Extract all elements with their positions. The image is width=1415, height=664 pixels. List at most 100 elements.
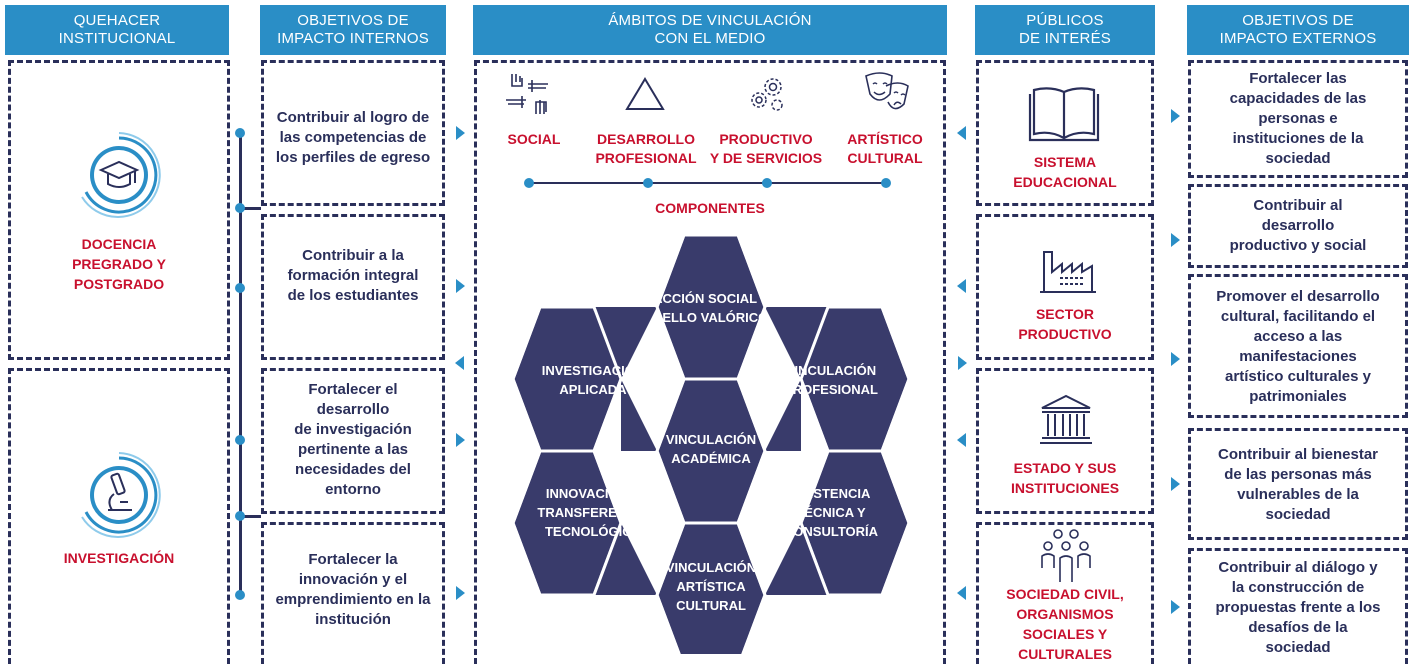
objetivo-externo-box	[1188, 548, 1408, 664]
publico-box	[976, 60, 1154, 206]
componentes-dot	[881, 178, 891, 188]
objetivo-externo-text: Promover el desarrollo cultural, facilit…	[1188, 280, 1408, 414]
label-line: SECTOR	[1035, 306, 1095, 322]
text-line: manifestaciones	[1239, 348, 1357, 365]
label-line: ESTADO Y SUS	[1013, 460, 1117, 476]
connector-line	[239, 132, 242, 594]
hex-text: INNOVACIÓN Y	[545, 485, 641, 501]
text-line: Fortalecer el	[308, 381, 398, 398]
arrow-right-icon	[456, 586, 465, 600]
text-line: sociedad	[1265, 639, 1331, 656]
label-line: INSTITUCIONES	[1010, 480, 1120, 496]
text-line: pertinente a las	[297, 441, 409, 458]
header-line: CON EL MEDIO	[654, 30, 766, 47]
label-line: SOCIEDAD CIVIL,	[1006, 586, 1124, 602]
hex-text: ACCIÓN SOCIAL Y	[653, 291, 769, 306]
connector-dot	[235, 128, 245, 138]
ambito-label: Y DE SERVICIOS	[709, 150, 823, 166]
arrow-right-icon	[1171, 109, 1180, 123]
ambito-label: CULTURAL	[847, 150, 923, 166]
label-line: ORGANISMOS	[1016, 606, 1114, 622]
hexagon-upper-left-label: INVESTIGACIÓN APLICADA	[512, 357, 674, 403]
text-line: formación integral	[287, 267, 419, 284]
quehacer-investigacion-box	[8, 368, 230, 664]
objetivo-externo-box	[1188, 428, 1408, 540]
componentes-label: COMPONENTES	[620, 199, 800, 218]
text-line: Fortalecer la	[308, 551, 398, 568]
text-line: cultural, facilitando el	[1220, 308, 1376, 325]
text-line: entorno	[325, 481, 381, 498]
text-line: sociedad	[1265, 506, 1331, 523]
text-line: vulnerables de la	[1237, 486, 1359, 503]
componentes-dot	[524, 178, 534, 188]
label-line: INVESTIGACIÓN	[63, 550, 175, 566]
text-line: de investigación	[294, 421, 412, 438]
label-line: POSTGRADO	[73, 276, 165, 292]
header-line: OBJETIVOS DE	[1242, 12, 1354, 29]
hex-text: ARTÍSTICA	[676, 578, 746, 594]
hexagon-center-label: VINCULACIÓN ACADÉMICA	[630, 426, 792, 472]
factory-icon	[1040, 251, 1096, 293]
header-line: OBJETIVOS DE	[297, 12, 409, 29]
label-line: EDUCACIONAL	[1013, 174, 1117, 190]
hexagon-cluster	[511, 233, 911, 654]
text-line: necesidades del	[295, 461, 411, 478]
hex-text: APLICADA	[559, 382, 627, 397]
microscope-icon	[81, 452, 161, 538]
publico-sociedad-civil: SOCIEDAD CIVIL, ORGANISMOS SOCIALES Y CU…	[976, 584, 1154, 664]
ambitos-box	[474, 60, 946, 664]
people-group-icon	[1041, 529, 1091, 582]
arrow-right-icon	[1171, 600, 1180, 614]
arrow-right-icon	[1171, 477, 1180, 491]
text-line: desafíos de la	[1248, 619, 1348, 636]
objetivo-externo-box	[1188, 60, 1408, 178]
text-line: desarrollo	[1261, 217, 1335, 234]
componentes-dot	[762, 178, 772, 188]
hexagon-lower-right-label: ASISTENCIA TÉCNICA Y CONSULTORÍA	[750, 480, 912, 544]
text-line: la construcción de	[1231, 579, 1365, 596]
componentes-line	[530, 182, 886, 184]
label-line: DOCENCIA	[81, 236, 157, 252]
handshake-icon	[506, 74, 548, 114]
connector-dot	[235, 511, 245, 521]
objetivo-interno-box	[261, 522, 445, 664]
hex-text: TÉCNICA Y	[796, 504, 866, 520]
ambito-label: SOCIAL	[507, 131, 561, 147]
text-line: artístico culturales y	[1225, 368, 1371, 385]
ambito-desarrollo-profesional: DESARROLLO PROFESIONAL	[590, 130, 702, 168]
hex-text: INVESTIGACIÓN	[541, 363, 645, 378]
header-objetivos-internos: OBJETIVOS DE IMPACTO INTERNOS	[260, 5, 446, 55]
publico-estado-instituciones: ESTADO Y SUS INSTITUCIONES	[976, 456, 1154, 500]
triangle-icon	[625, 77, 665, 110]
text-line: propuestas frente a los	[1215, 599, 1381, 616]
text-line: Contribuir al logro de	[276, 109, 430, 126]
objetivo-interno-text: Fortalecer el desarrollo de investigació…	[261, 370, 445, 510]
objetivo-interno-box	[261, 214, 445, 360]
objetivo-externo-box	[1188, 184, 1408, 268]
header-publicos-interes: PÚBLICOS DE INTERÉS	[975, 5, 1155, 55]
hex-text: VINCULACIÓN	[665, 432, 757, 447]
quehacer-investigacion-label: INVESTIGACIÓN	[8, 546, 230, 570]
gears-icon	[751, 78, 783, 111]
publico-box	[976, 522, 1154, 664]
arrow-left-icon	[957, 279, 966, 293]
text-line: institución	[315, 611, 391, 628]
hex-text: CONSULTORÍA	[783, 523, 879, 539]
header-line: IMPACTO EXTERNOS	[1219, 30, 1377, 47]
text-line: instituciones de la	[1232, 130, 1364, 147]
hex-text: TECNOLÓGICA	[544, 523, 642, 539]
text-line: capacidades de las	[1229, 90, 1367, 107]
arrow-left-icon	[957, 433, 966, 447]
graduation-cap-icon	[81, 132, 161, 218]
objetivo-interno-text: Contribuir al logro de las competencias …	[261, 100, 445, 176]
quehacer-docencia-box	[8, 60, 230, 360]
hex-text: CULTURAL	[676, 597, 746, 613]
government-building-icon	[1040, 394, 1092, 444]
componentes-dot	[643, 178, 653, 188]
hex-text: PROFESIONAL	[784, 382, 878, 397]
connector-dot	[235, 283, 245, 293]
header-line: ÁMBITOS DE VINCULACIÓN	[608, 12, 812, 29]
arrow-right-icon	[958, 356, 967, 370]
connector-tick	[239, 207, 261, 210]
text-line: emprendimiento en la	[275, 591, 431, 608]
